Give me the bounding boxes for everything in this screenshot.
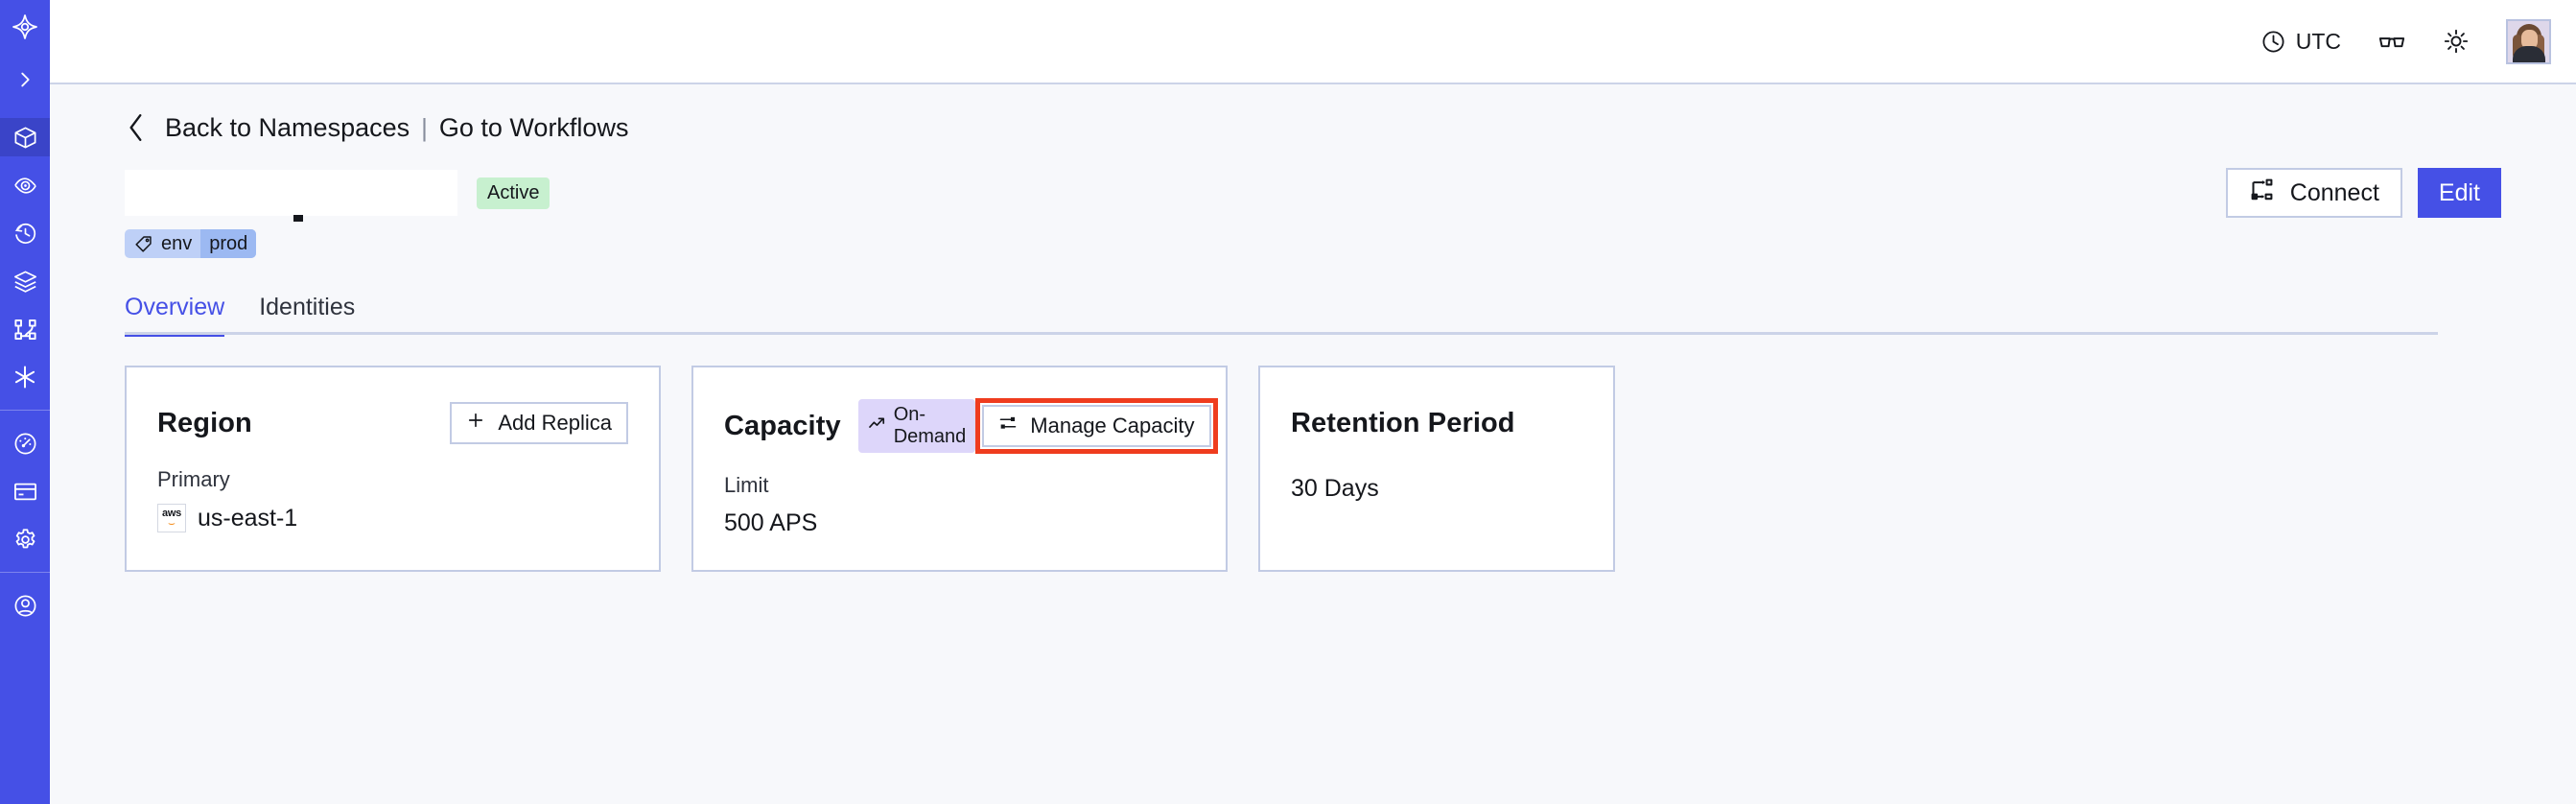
capacity-card-title: Capacity xyxy=(724,410,841,441)
retention-value: 30 Days xyxy=(1291,475,1379,502)
connect-button[interactable]: Connect xyxy=(2225,168,2402,218)
region-primary-value-row: aws ⌣ us-east-1 xyxy=(157,504,628,532)
layers-icon xyxy=(12,269,38,295)
manage-capacity-button[interactable]: Manage Capacity xyxy=(982,405,1211,447)
connect-button-label: Connect xyxy=(2289,178,2379,206)
avatar-body xyxy=(2513,45,2545,62)
capacity-limit-value: 500 APS xyxy=(724,509,818,536)
clock-icon xyxy=(2260,29,2286,55)
avatar-hair-left xyxy=(2513,34,2522,59)
tag-key: env xyxy=(161,232,193,254)
tab-identities[interactable]: Identities xyxy=(259,294,355,335)
cube-icon xyxy=(12,125,38,151)
go-to-workflows-link[interactable]: Go to Workflows xyxy=(438,112,629,142)
breadcrumb: Back to Namespaces | Go to Workflows xyxy=(125,110,2576,145)
sidebar-item-namespaces[interactable] xyxy=(0,118,50,156)
tab-bar: Overview Identities xyxy=(125,289,2438,337)
asterisk-icon xyxy=(12,364,38,390)
title-underline-mark xyxy=(293,215,303,222)
theme-toggle-button[interactable] xyxy=(2443,28,2470,55)
tag-value: prod xyxy=(200,229,257,258)
manage-capacity-highlight: Manage Capacity xyxy=(975,398,1218,454)
manage-capacity-label: Manage Capacity xyxy=(1030,414,1195,437)
left-sidebar xyxy=(0,0,50,804)
top-bar: UTC xyxy=(50,0,2576,84)
trend-up-icon xyxy=(868,414,886,438)
capacity-card: Capacity On-Demand xyxy=(691,366,1228,572)
tab-bar-rule xyxy=(125,332,2438,335)
region-card-header: Region Add Replica xyxy=(157,398,628,448)
back-to-namespaces-link[interactable]: Back to Namespaces xyxy=(165,112,410,142)
gear-icon xyxy=(12,527,38,553)
timezone-label: UTC xyxy=(2295,28,2341,54)
sidebar-item-workflows[interactable] xyxy=(0,310,50,348)
tab-overview[interactable]: Overview xyxy=(125,294,225,337)
sidebar-item-usage[interactable] xyxy=(0,424,50,462)
sidebar-item-layers[interactable] xyxy=(0,262,50,300)
sidebar-item-billing[interactable] xyxy=(0,472,50,510)
capacity-mode-badge: On-Demand xyxy=(857,399,976,453)
gauge-icon xyxy=(12,431,38,457)
capacity-card-action: Manage Capacity xyxy=(975,398,1218,454)
sidebar-item-observability[interactable] xyxy=(0,166,50,204)
main-pane: UTC xyxy=(50,0,2576,804)
chevron-right-icon xyxy=(14,69,35,90)
sidebar-item-settings[interactable] xyxy=(0,520,50,558)
timezone-selector[interactable]: UTC xyxy=(2260,29,2341,55)
capacity-mode-label: On-Demand xyxy=(893,404,967,447)
credit-card-icon xyxy=(12,479,38,505)
plus-icon xyxy=(466,411,485,436)
aws-logo-smile: ⌣ xyxy=(168,516,176,531)
clock-rewind-icon xyxy=(12,221,38,247)
overview-cards: Region Add Replica xyxy=(125,366,2576,572)
sidebar-expand-button[interactable] xyxy=(0,60,50,99)
tag-row: env prod xyxy=(125,229,2576,258)
add-replica-label: Add Replica xyxy=(498,411,612,435)
user-circle-icon xyxy=(12,593,38,619)
glasses-icon xyxy=(2377,27,2406,56)
region-card: Region Add Replica xyxy=(125,366,661,572)
temporal-logo-icon xyxy=(11,12,39,41)
avatar-face xyxy=(2521,29,2538,50)
retention-card: Retention Period 30 Days xyxy=(1258,366,1615,572)
add-replica-button[interactable]: Add Replica xyxy=(450,402,628,444)
retention-card-header: Retention Period xyxy=(1291,398,1582,448)
sidebar-divider-2 xyxy=(0,572,50,573)
accessibility-button[interactable] xyxy=(2377,27,2406,56)
chevron-left-icon[interactable] xyxy=(125,112,148,143)
avatar[interactable] xyxy=(2506,18,2551,64)
sliders-icon xyxy=(998,414,1018,438)
region-primary-value: us-east-1 xyxy=(198,504,298,532)
region-card-action: Add Replica xyxy=(450,402,628,444)
sidebar-divider-1 xyxy=(0,410,50,411)
namespace-tag-chip[interactable]: env prod xyxy=(125,229,257,258)
header-actions: Connect Edit xyxy=(2225,168,2576,218)
namespace-header-row: Active xyxy=(125,168,2576,222)
region-card-title: Region xyxy=(157,407,252,438)
connect-nodes-icon xyxy=(2249,177,2275,209)
sidebar-item-nexus[interactable] xyxy=(0,358,50,396)
tag-icon xyxy=(134,235,152,253)
aws-logo-text: aws xyxy=(162,508,181,520)
sidebar-item-account[interactable] xyxy=(0,586,50,625)
retention-card-title: Retention Period xyxy=(1291,407,1515,438)
sun-icon xyxy=(2443,28,2470,55)
sidebar-item-logo[interactable] xyxy=(0,5,50,49)
aws-logo: aws ⌣ xyxy=(157,504,186,532)
eye-icon xyxy=(12,173,38,199)
edit-button[interactable]: Edit xyxy=(2417,168,2501,218)
capacity-card-header: Capacity On-Demand xyxy=(724,398,1218,454)
status-badge: Active xyxy=(477,177,550,209)
page-title xyxy=(125,170,457,222)
capacity-limit-label: Limit xyxy=(724,473,769,497)
breadcrumb-separator: | xyxy=(421,112,428,142)
sidebar-item-schedules[interactable] xyxy=(0,214,50,252)
region-primary-label: Primary xyxy=(157,467,230,491)
content-area: Back to Namespaces | Go to Workflows Act… xyxy=(50,84,2576,804)
node-graph-icon xyxy=(12,317,38,343)
